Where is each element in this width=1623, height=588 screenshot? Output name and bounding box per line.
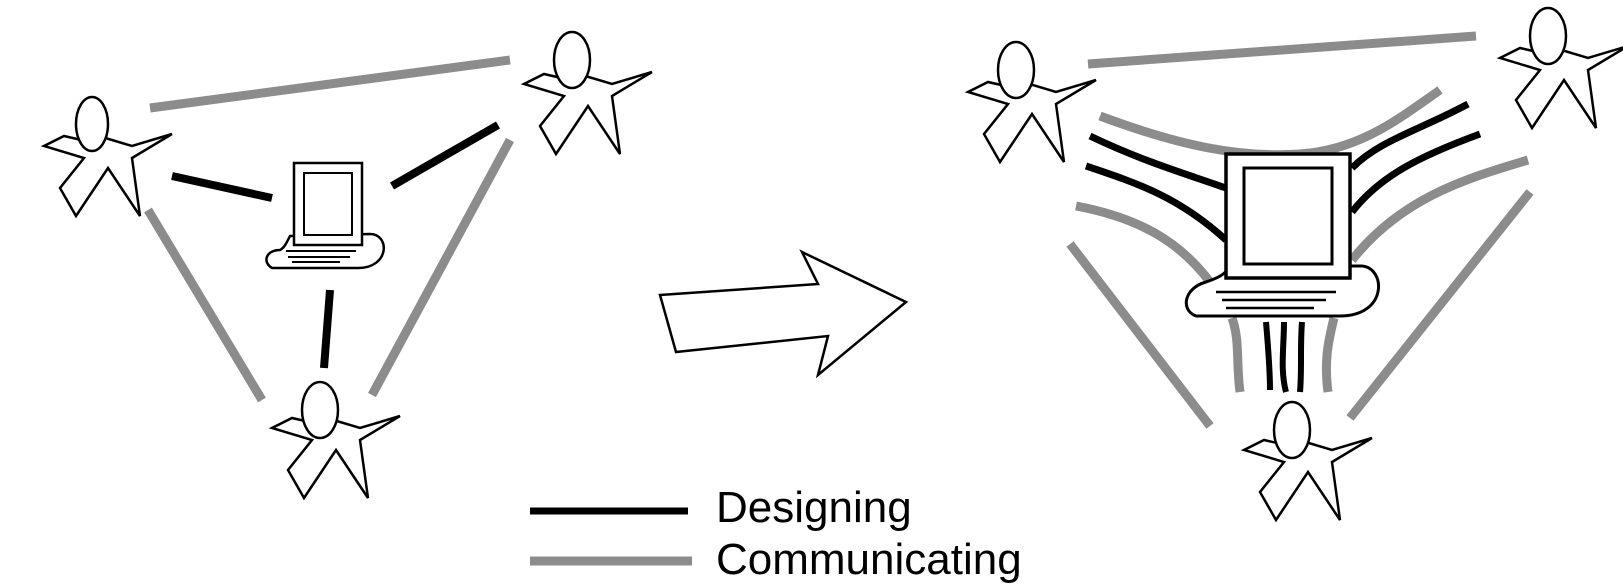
- designing-link: [1349, 100, 1470, 171]
- legend-label-communicating: Communicating: [716, 535, 1022, 584]
- designing-link: [390, 121, 500, 190]
- designing-link: [1279, 321, 1289, 393]
- right-panel: [966, 6, 1623, 522]
- person-icon: [522, 30, 654, 156]
- arrow-right-icon: [658, 249, 909, 379]
- designing-link: [171, 172, 273, 202]
- left-panel: [42, 30, 654, 500]
- computer-icon: [1184, 152, 1380, 318]
- computer-icon: [265, 161, 385, 270]
- communicating-link: [1227, 316, 1245, 393]
- designing-link: [1084, 162, 1229, 243]
- communicating-link: [1321, 316, 1339, 393]
- legend-label-designing: Designing: [716, 483, 912, 532]
- designing-link: [1263, 321, 1273, 391]
- communicating-link: [144, 207, 266, 403]
- designing-link: [320, 289, 334, 369]
- transition-arrow: [658, 249, 909, 379]
- communicating-link: [1348, 155, 1530, 263]
- person-icon: [966, 40, 1098, 164]
- person-icon: [1498, 6, 1623, 130]
- communicating-link: [149, 55, 511, 113]
- legend: [530, 507, 692, 566]
- designing-link: [1088, 132, 1228, 192]
- communicating-link: [1087, 31, 1477, 69]
- designing-link: [1349, 130, 1482, 215]
- person-icon: [270, 380, 402, 500]
- person-icon: [42, 95, 174, 218]
- designing-link: [1297, 321, 1305, 393]
- communicating-link: [1066, 241, 1214, 429]
- person-icon: [1242, 400, 1374, 522]
- communicating-link: [1346, 189, 1534, 421]
- communicating-link: [1075, 201, 1214, 285]
- communicating-link: [368, 137, 514, 398]
